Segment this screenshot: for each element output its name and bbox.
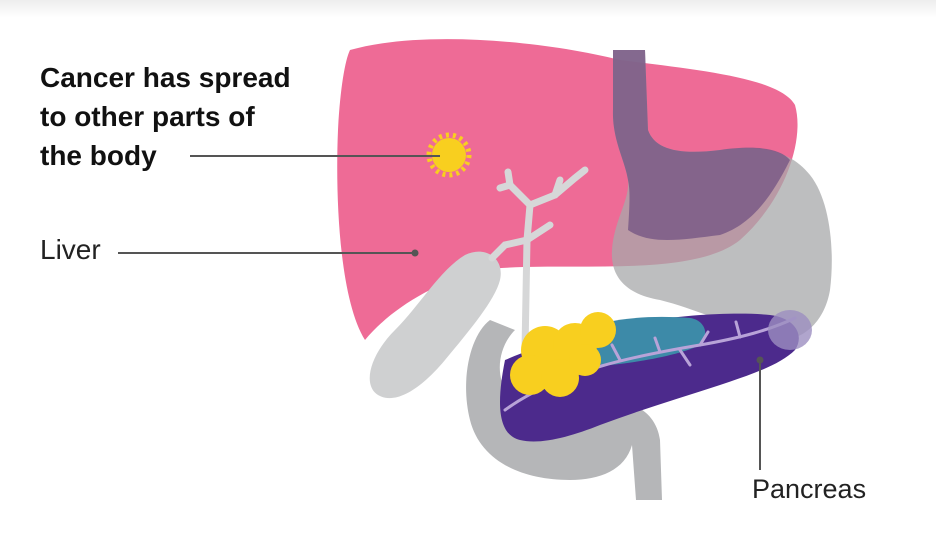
stomach-liver-overlap bbox=[612, 50, 790, 240]
top-shade bbox=[0, 0, 936, 18]
liver-metastasis bbox=[426, 132, 472, 178]
cancer-spread-label: Cancer has spread to other parts of the … bbox=[40, 62, 291, 171]
stomach-pancreas-overlap bbox=[768, 310, 812, 350]
liver-label: Liver bbox=[40, 234, 101, 265]
bile-ducts bbox=[488, 166, 589, 354]
pancreatic-tumour bbox=[510, 312, 616, 397]
duodenum bbox=[466, 320, 662, 500]
leader-dot-liver bbox=[411, 249, 419, 257]
gallbladder bbox=[369, 251, 501, 399]
pancreas-label: Pancreas bbox=[752, 474, 867, 504]
leader-lines bbox=[118, 155, 761, 470]
leader-dot-pancreas bbox=[756, 356, 764, 364]
